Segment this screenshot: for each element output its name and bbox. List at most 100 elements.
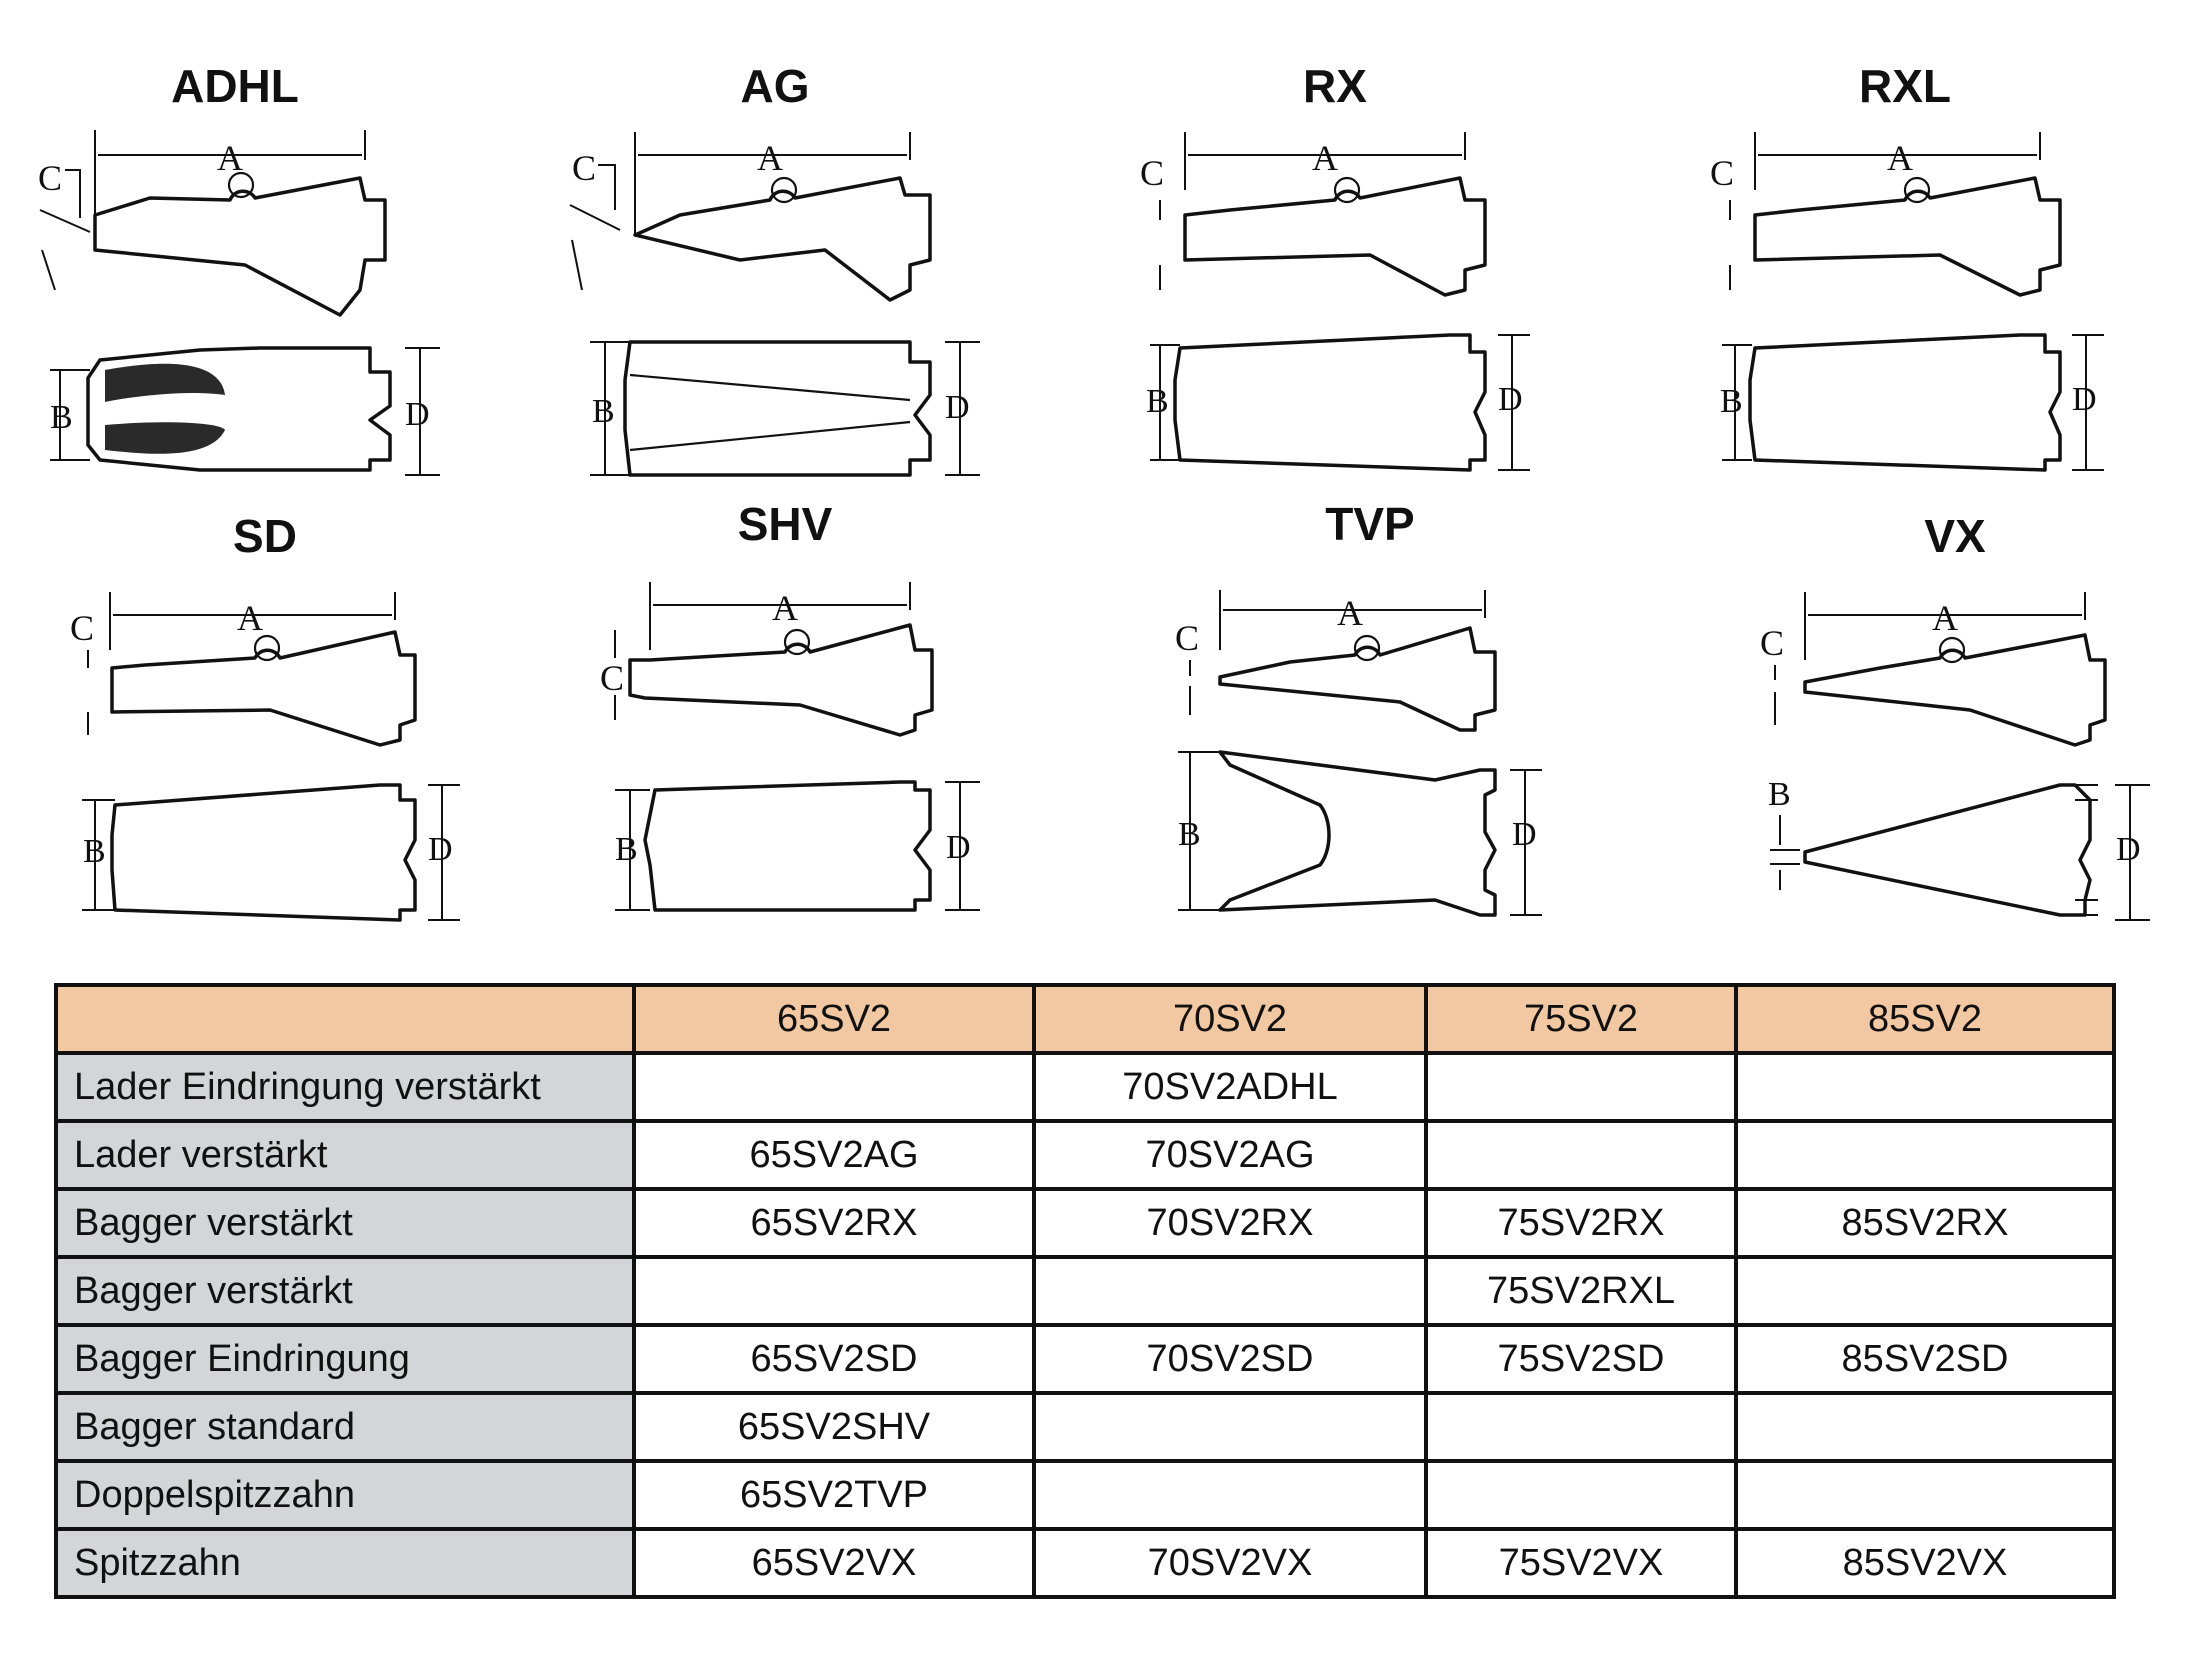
table-row: Lader Eindringung verstärkt 70SV2ADHL [54, 1051, 2116, 1123]
table-row: Lader verstärkt 65SV2AG 70SV2AG [54, 1119, 2116, 1191]
table-cell [632, 1255, 1036, 1327]
diagram-title: RXL [1859, 60, 1951, 112]
row-label: Bagger standard [54, 1391, 636, 1463]
table-cell [1734, 1051, 2116, 1123]
table-row: Bagger Eindringung 65SV2SD 70SV2SD 75SV2… [54, 1323, 2116, 1395]
header-cell: 65SV2 [632, 983, 1036, 1055]
row-label: Lader Eindringung verstärkt [54, 1051, 636, 1123]
table-cell [1424, 1051, 1738, 1123]
table-cell: 70SV2ADHL [1032, 1051, 1428, 1123]
dim-b-label: B [1146, 383, 1169, 420]
table-row: Doppelspitzzahn 65SV2TVP [54, 1459, 2116, 1531]
table-row: Spitzzahn 65SV2VX 70SV2VX 75SV2VX 85SV2V… [54, 1527, 2116, 1599]
table-cell: 75SV2SD [1424, 1323, 1738, 1395]
diagram-rxl: RXL A C B D [1710, 60, 2104, 472]
diagram-title: ADHL [171, 60, 299, 112]
diagram-title: RX [1303, 60, 1367, 112]
dim-b-label: B [1768, 776, 1791, 813]
diagram-sd: SD A C B D [70, 510, 460, 922]
diagram-title: AG [741, 60, 810, 112]
dim-c-label: C [1175, 618, 1199, 658]
table-row: Bagger verstärkt 65SV2RX 70SV2RX 75SV2RX… [54, 1187, 2116, 1259]
table-cell: 65SV2SD [632, 1323, 1036, 1395]
dim-a-label: A [1337, 593, 1363, 633]
table-cell [1424, 1459, 1738, 1531]
diagram-tvp: TVP A C B D [1175, 498, 1542, 917]
spec-table: 65SV2 70SV2 75SV2 85SV2 Lader Eindringun… [54, 983, 2116, 1599]
dim-c-label: C [572, 148, 596, 188]
dim-a-label: A [237, 598, 263, 638]
dim-d-label: D [2116, 831, 2141, 868]
table-cell [1032, 1391, 1428, 1463]
table-cell: 70SV2AG [1032, 1119, 1428, 1191]
table-cell: 85SV2VX [1734, 1527, 2116, 1599]
dim-c-label: C [38, 158, 62, 198]
table-cell: 70SV2VX [1032, 1527, 1428, 1599]
row-label: Doppelspitzzahn [54, 1459, 636, 1531]
dim-c-label: C [1710, 153, 1734, 193]
table-cell [632, 1051, 1036, 1123]
header-cell-empty [54, 983, 636, 1055]
table-cell: 65SV2SHV [632, 1391, 1036, 1463]
table-cell: 70SV2SD [1032, 1323, 1428, 1395]
table-cell: 85SV2RX [1734, 1187, 2116, 1259]
dim-c-label: C [1140, 153, 1164, 193]
dim-d-label: D [1512, 816, 1537, 853]
table-cell: 85SV2SD [1734, 1323, 2116, 1395]
table-cell: 65SV2AG [632, 1119, 1036, 1191]
table-cell: 75SV2RX [1424, 1187, 1738, 1259]
dim-c-label: C [1760, 623, 1784, 663]
dim-c-label: C [600, 658, 624, 698]
dim-c-label: C [70, 608, 94, 648]
table-cell: 75SV2VX [1424, 1527, 1738, 1599]
table-cell [1032, 1459, 1428, 1531]
table-cell [1734, 1255, 2116, 1327]
table-cell: 65SV2TVP [632, 1459, 1036, 1531]
diagram-title: VX [1924, 510, 1986, 562]
diagram-rx: RX A C B D [1140, 60, 1530, 472]
dim-a-label: A [1312, 138, 1338, 178]
dim-d-label: D [945, 389, 970, 426]
table-cell [1734, 1459, 2116, 1531]
dim-a-label: A [217, 138, 243, 178]
dim-b-label: B [1178, 816, 1201, 853]
dim-b-label: B [615, 831, 638, 868]
row-label: Spitzzahn [54, 1527, 636, 1599]
table-cell [1424, 1119, 1738, 1191]
dim-d-label: D [2072, 381, 2097, 418]
diagram-adhl: ADHL A C B D [38, 60, 440, 476]
dim-a-label: A [1887, 138, 1913, 178]
table-cell: 75SV2RXL [1424, 1255, 1738, 1327]
dim-b-label: B [1720, 383, 1743, 420]
header-cell: 85SV2 [1734, 983, 2116, 1055]
table-row: Bagger verstärkt 75SV2RXL [54, 1255, 2116, 1327]
table-cell [1424, 1391, 1738, 1463]
table-cell: 65SV2RX [632, 1187, 1036, 1259]
table-cell: 65SV2VX [632, 1527, 1036, 1599]
diagram-title: SD [233, 510, 297, 562]
table-cell [1734, 1391, 2116, 1463]
row-label: Bagger verstärkt [54, 1255, 636, 1327]
diagram-title: SHV [738, 498, 833, 550]
dim-d-label: D [946, 829, 971, 866]
diagram-shv: SHV A C B D [600, 498, 980, 912]
dim-d-label: D [428, 831, 453, 868]
dim-a-label: A [1932, 598, 1958, 638]
diagram-vx: VX A C B D [1760, 510, 2150, 921]
row-label: Bagger verstärkt [54, 1187, 636, 1259]
diagram-title: TVP [1325, 498, 1414, 550]
row-label: Bagger Eindringung [54, 1323, 636, 1395]
table-cell [1734, 1119, 2116, 1191]
dim-b-label: B [50, 399, 73, 436]
header-cell: 70SV2 [1032, 983, 1428, 1055]
table-cell: 70SV2RX [1032, 1187, 1428, 1259]
dim-b-label: B [83, 833, 106, 870]
diagram-ag: AG A C B D [569, 60, 980, 477]
dim-b-label: B [592, 393, 615, 430]
row-label: Lader verstärkt [54, 1119, 636, 1191]
header-cell: 75SV2 [1424, 983, 1738, 1055]
table-cell [1032, 1255, 1428, 1327]
dim-a-label: A [772, 588, 798, 628]
dim-d-label: D [1498, 381, 1523, 418]
table-row: Bagger standard 65SV2SHV [54, 1391, 2116, 1463]
